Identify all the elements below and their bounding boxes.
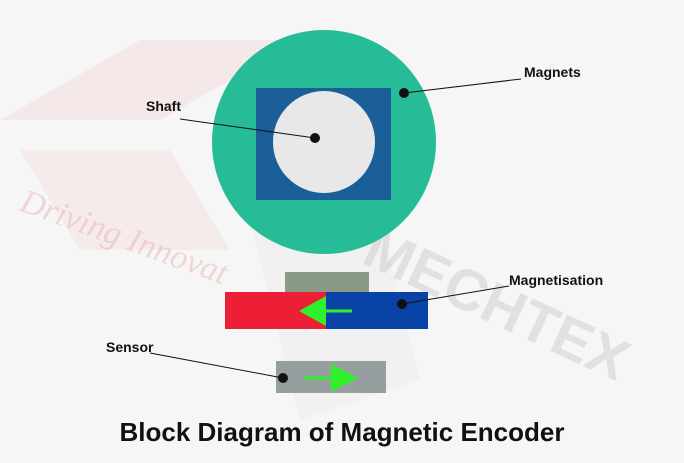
magnets-leader-line: [403, 78, 522, 94]
sensor-leader-line: [149, 352, 284, 379]
dot-marker-icon: [399, 88, 409, 98]
dot-marker-icon: [278, 373, 288, 383]
shaft-circle: [273, 91, 375, 193]
left-arrow-icon: [299, 296, 352, 326]
leader-lines: [149, 78, 522, 379]
dot-marker-icon: [397, 299, 407, 309]
diagram-title: Block Diagram of Magnetic Encoder: [120, 417, 565, 447]
right-arrow-icon: [304, 364, 358, 392]
label-magnetisation: Magnetisation: [509, 272, 603, 288]
label-sensor: Sensor: [106, 339, 154, 355]
label-magnets: Magnets: [524, 64, 581, 80]
watermark-logo-shape: [20, 150, 230, 250]
dot-marker-icon: [310, 133, 320, 143]
watermark-logo-shape: [0, 40, 300, 120]
magnetisation-leader-line: [401, 285, 510, 305]
label-shaft: Shaft: [146, 98, 181, 114]
shaft-leader-line: [179, 118, 316, 139]
top-block: [285, 272, 369, 292]
